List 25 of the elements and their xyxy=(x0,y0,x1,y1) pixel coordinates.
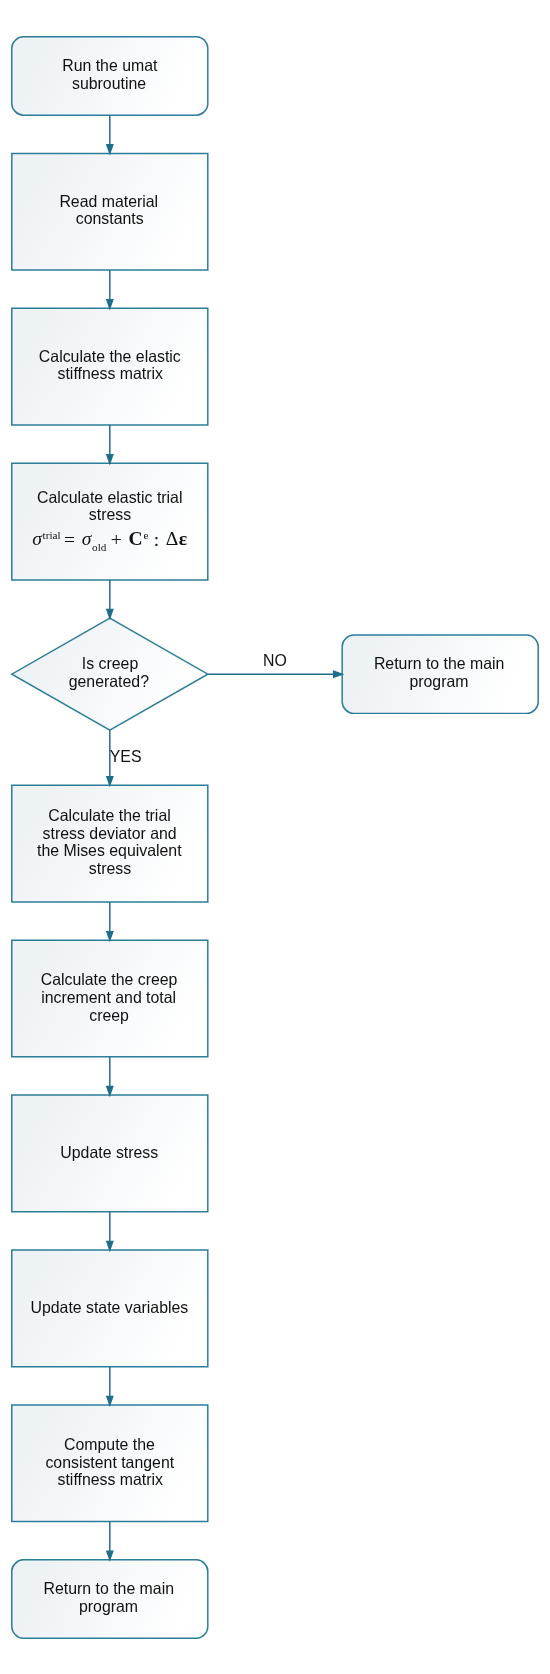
node-box: Compute the consistent tangent stiffness matrix xyxy=(11,1403,209,1522)
node-box: Update state variables xyxy=(11,1248,209,1367)
node-box: Run the umat subroutine xyxy=(11,35,209,116)
node-box: Return to the main program xyxy=(11,1558,209,1639)
arrow xyxy=(105,1520,114,1562)
arrow xyxy=(105,578,114,620)
edge-label: YES xyxy=(109,747,142,765)
node-diamond: Is creep generated? xyxy=(10,616,210,731)
arrow xyxy=(105,114,114,155)
node-box: Calculate elastic trial stress σ$^{trial}$ = σ$_{old}$ + C$^{e}$ : Δε xyxy=(11,462,209,581)
node-box: Update stress xyxy=(11,1093,209,1212)
arrow xyxy=(105,423,114,465)
arrow xyxy=(105,729,114,787)
node-box: Calculate the trial stress deviator and the Mises equivalent stress xyxy=(11,784,209,903)
arrow xyxy=(207,669,345,678)
arrow xyxy=(105,1365,114,1407)
node-box: Read material constants xyxy=(11,152,209,271)
node-box: Calculate the creep increment and total creep xyxy=(11,938,209,1058)
arrow xyxy=(105,268,114,310)
arrow xyxy=(105,1210,114,1252)
arrow xyxy=(105,900,114,942)
edge-label: NO xyxy=(263,651,287,669)
node-box: Return to the main program xyxy=(341,633,539,714)
node-box: Calculate the elastic stiffness matrix xyxy=(11,307,209,426)
arrow xyxy=(105,1055,114,1097)
